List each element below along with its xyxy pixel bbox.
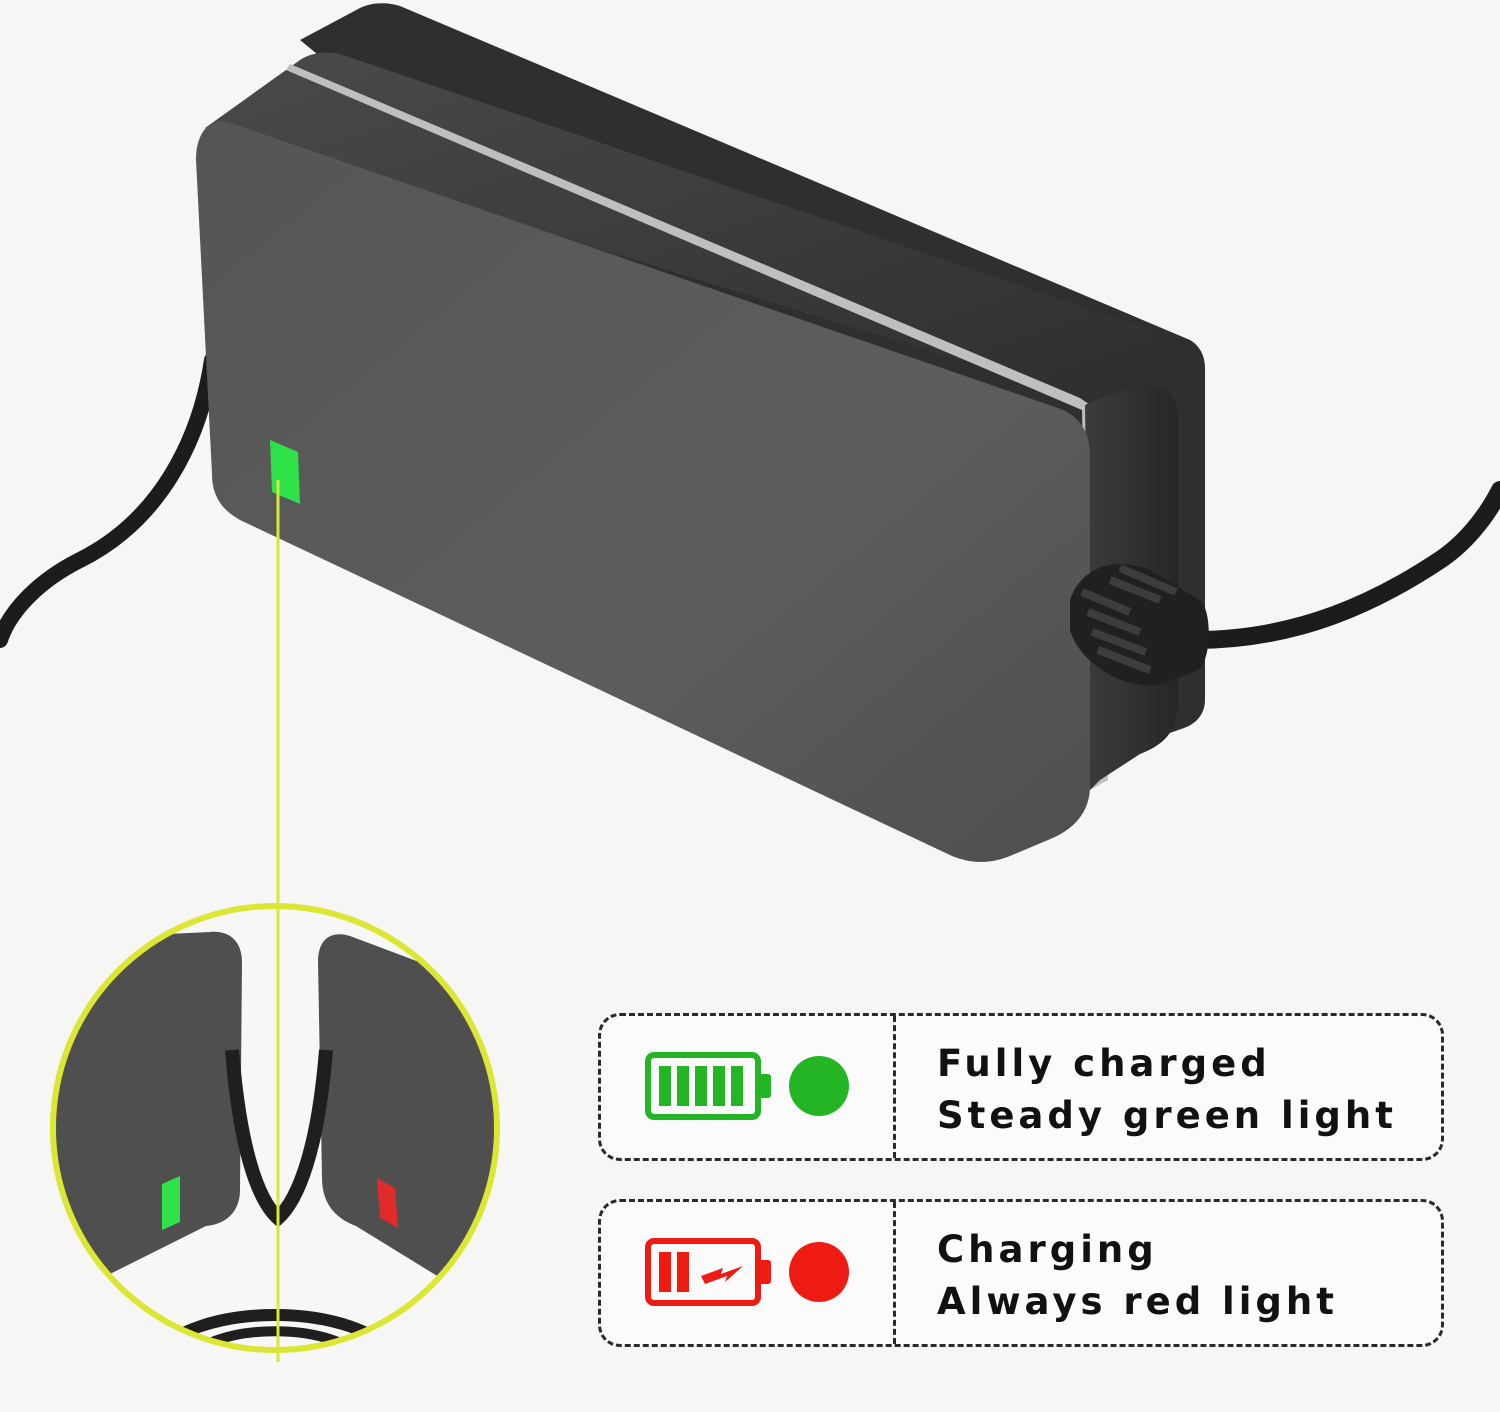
legend-subtitle: Steady green light <box>937 1094 1397 1137</box>
legend-text: Charging Always red light <box>937 1224 1338 1328</box>
legend-divider <box>893 1016 896 1158</box>
legend-fully-charged: Fully charged Steady green light <box>598 1013 1444 1161</box>
zoom-detail <box>53 906 497 1350</box>
legend-title: Fully charged <box>937 1042 1271 1085</box>
charger-top-face <box>205 52 1172 401</box>
legend-subtitle: Always red light <box>937 1280 1338 1323</box>
left-cable <box>0 352 220 648</box>
zoom-green-led-icon <box>162 1176 180 1230</box>
green-light-dot <box>789 1056 849 1116</box>
legend-divider <box>893 1202 896 1344</box>
legend-text: Fully charged Steady green light <box>937 1038 1397 1142</box>
full-battery-icon <box>645 1052 771 1120</box>
charger-front-face <box>196 121 1090 863</box>
legend-title: Charging <box>937 1228 1158 1271</box>
charging-battery-icon <box>645 1238 771 1306</box>
zoom-red-led-icon <box>377 1178 398 1228</box>
legend-charging: Charging Always red light <box>598 1199 1444 1347</box>
strain-relief <box>1070 564 1209 686</box>
right-cable <box>1186 481 1500 649</box>
red-light-dot <box>789 1242 849 1302</box>
